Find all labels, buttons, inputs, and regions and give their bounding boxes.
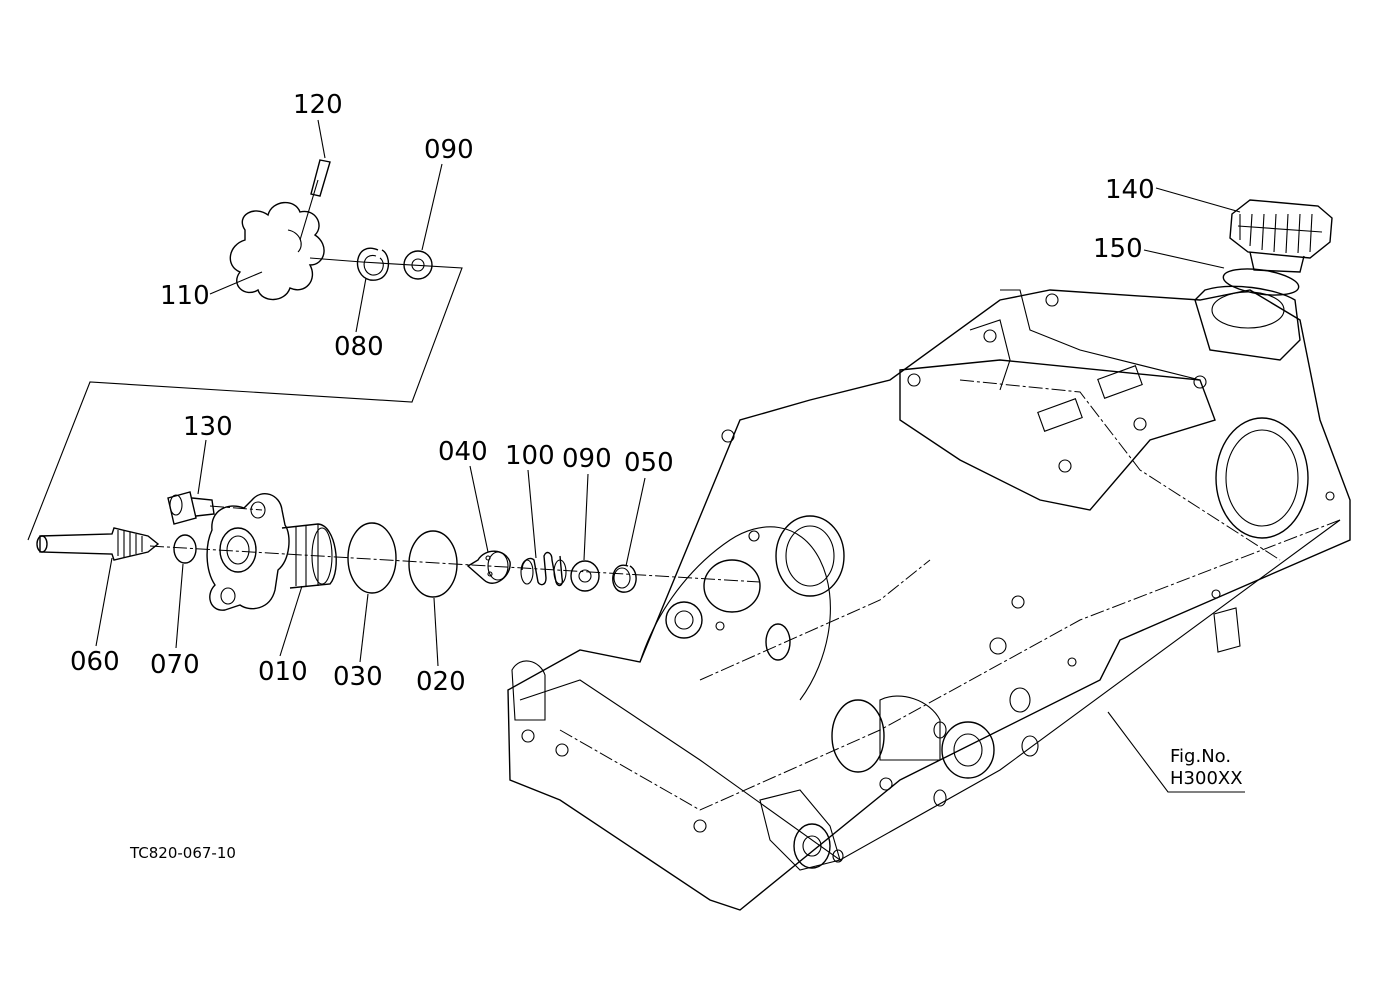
callout-090-top: 090 — [424, 135, 474, 165]
o-ring-030-drawing — [347, 522, 397, 594]
spool-060-drawing — [36, 527, 160, 561]
plug-130-drawing — [167, 491, 215, 525]
poppet-040-drawing — [466, 550, 511, 584]
callout-090: 090 — [562, 444, 612, 474]
leader-lines — [95, 119, 1245, 793]
cap-140-drawing — [1229, 199, 1333, 273]
callout-020: 020 — [416, 667, 466, 697]
o-ring-150-drawing — [1222, 268, 1300, 296]
pin-120-drawing — [299, 159, 331, 241]
callout-130: 130 — [183, 412, 233, 442]
callout-050: 050 — [624, 448, 674, 478]
figure-reference: Fig.No. H300XX — [1170, 746, 1243, 789]
callout-100: 100 — [505, 441, 555, 471]
washer-090-drawing — [570, 560, 600, 592]
o-ring-020-drawing — [408, 530, 458, 598]
callout-070: 070 — [150, 650, 200, 680]
callout-150: 150 — [1093, 234, 1143, 264]
figure-label: Fig.No. — [1170, 746, 1232, 767]
spring-100-drawing — [520, 551, 567, 587]
callout-060: 060 — [70, 647, 120, 677]
figure-number: H300XX — [1170, 767, 1243, 789]
snap-ring-080-drawing — [356, 247, 390, 281]
callout-080: 080 — [334, 332, 384, 362]
callout-040: 040 — [438, 437, 488, 467]
callout-030: 030 — [333, 662, 383, 692]
valve-body-010-drawing — [206, 492, 337, 611]
callout-110: 110 — [160, 281, 210, 311]
callout-140: 140 — [1105, 175, 1155, 205]
snap-ring-050-drawing — [612, 564, 637, 593]
hydraulic-housing-drawing — [507, 285, 1351, 911]
callout-010: 010 — [258, 657, 308, 687]
callout-120: 120 — [293, 90, 343, 120]
drawing-code: TC820-067-10 — [130, 844, 236, 862]
knob-110-drawing — [229, 201, 363, 301]
